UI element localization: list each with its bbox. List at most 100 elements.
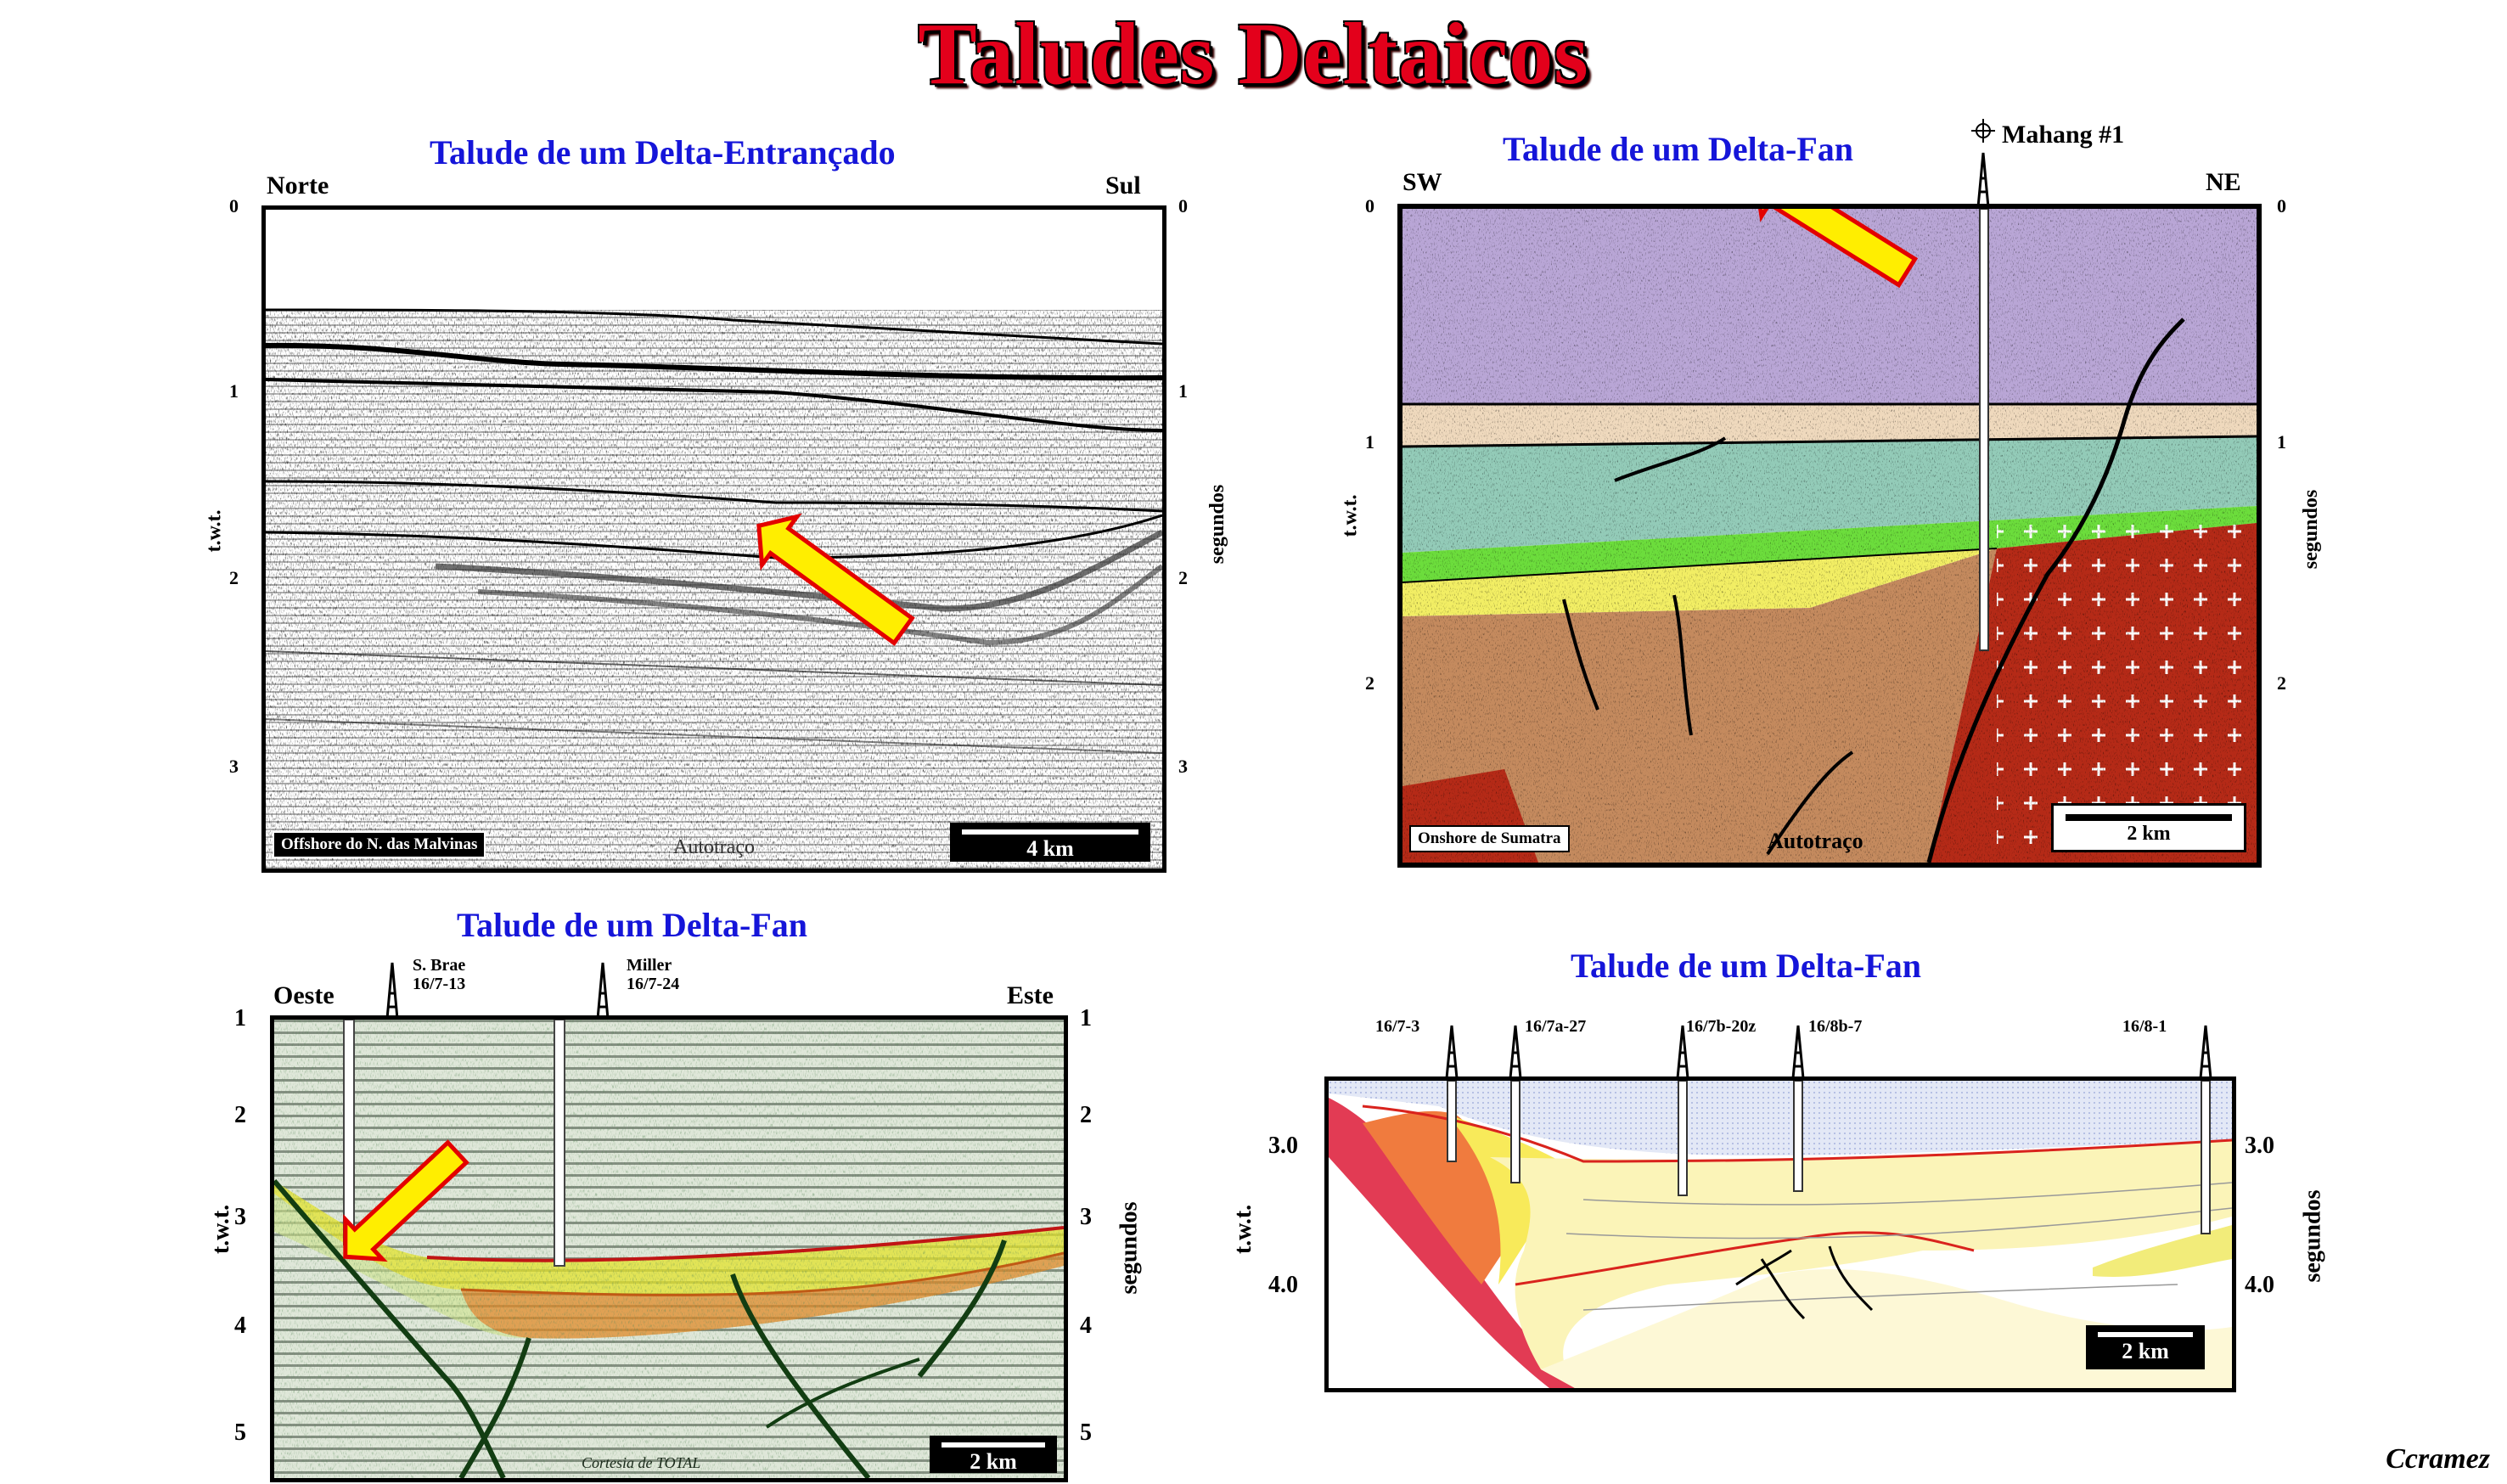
panel4-left-tick: 4.0 [1268,1272,1298,1298]
panel2-right-direction: NE [2206,168,2241,196]
panel2-well-bore [1979,209,1989,651]
panel2-title: Talude de um Delta-Fan [1503,130,1854,168]
panel2-interpreted-section: Onshore de Sumatra Autotraço 2 km [1397,204,2262,868]
panel3-left-tick: 2 [234,1102,246,1128]
panel1-seismic-section: Offshore do N. das Malvinas Autotraço 4 … [261,205,1166,873]
panel3-well1-bore [343,1020,355,1245]
panel3-well2-label: Miller 16/7-24 [627,956,679,993]
panel2-right-tick: 2 [2277,672,2286,694]
panel2-scale-label: 2 km [2127,823,2171,845]
panel1-arrow-icon [756,513,915,646]
panel3-well1-name: S. Brae [413,956,466,975]
panel2-well-label: Mahang #1 [2002,121,2125,149]
panel3-title: Talude de um Delta-Fan [457,906,808,944]
panel3-seismic-section: Cortesia de TOTAL 2 km [270,1015,1068,1482]
panel3-right-tick: 5 [1080,1419,1092,1446]
panel3-right-tick: 4 [1080,1313,1092,1339]
panel4-scale-bar: 2 km [2086,1325,2205,1369]
panel1-watermark: Autotraço [673,836,755,858]
panel1-left-direction: Norte [267,171,329,200]
panel2-watermark: Autotraço [1768,829,1863,853]
main-title: Taludes Deltaicos [918,5,1589,103]
panel2-left-direction: SW [1402,168,1442,196]
panel4-derrick2-icon [1509,1025,1522,1078]
panel3-right-direction: Este [1007,981,1054,1009]
panel1-right-tick: 0 [1178,195,1188,216]
panel1-seismic-svg [266,210,1162,868]
panel1-right-tick: 3 [1178,756,1188,777]
panel3-well2-bore [554,1020,565,1267]
panel3-well1-label: S. Brae 16/7-13 [413,956,465,993]
panel4-well1-bore [1447,1081,1457,1162]
panel1-title: Talude de um Delta-Entrançado [430,133,896,171]
panel2-left-tick: 0 [1365,195,1374,216]
panel4-right-tick: 4.0 [2245,1272,2274,1298]
panel3-right-tick: 1 [1080,1005,1092,1031]
panel4-derrick4-icon [1791,1025,1805,1078]
panel2-left-tick: 1 [1365,431,1374,453]
panel4-well2-bore [1510,1081,1521,1183]
panel3-left-tick: 4 [234,1313,246,1339]
panel4-well3-bore [1678,1081,1688,1196]
panel2-derrick-icon [1971,119,1995,207]
panel3-right-tick: 2 [1080,1102,1092,1128]
panel3-scale-bar: 2 km [930,1436,1057,1474]
panel2-left-axis-label: t.w.t. [1339,494,1362,537]
panel4-derrick5-icon [2199,1025,2212,1078]
panel3-derrick1-icon [385,962,399,1019]
panel2-right-axis-label: segundos [2300,489,2323,570]
panel3-derrick2-icon [596,962,610,1019]
panel3-left-direction: Oeste [273,981,334,1009]
panel1-left-tick: 0 [229,195,239,216]
panel4-right-tick: 3.0 [2245,1133,2274,1159]
panel2-left-tick: 2 [1365,672,1374,694]
panel1-left-tick: 2 [229,567,239,588]
panel3-seismic-svg [274,1020,1064,1478]
panel2-scale-bar: 2 km [2051,803,2246,852]
panel3-left-axis-label: t.w.t. [208,1204,235,1255]
panel4-well-label: 16/7a-27 [1525,1017,1587,1036]
panel3-well2-id: 16/7-24 [627,975,680,993]
panel1-left-tick: 3 [229,756,239,777]
panel1-left-axis-label: t.w.t. [203,509,226,553]
panel3-watermark: Cortesia de TOTAL [582,1454,701,1471]
panel3-left-tick: 1 [234,1005,246,1031]
panel3-scale-label: 2 km [970,1449,1017,1474]
panel1-caption: Offshore do N. das Malvinas [273,831,486,858]
panel4-title: Talude de um Delta-Fan [1571,947,1922,985]
panel4-well5-bore [2201,1081,2211,1234]
panel2-right-tick: 1 [2277,431,2286,453]
panel1-right-tick: 1 [1178,380,1188,402]
panel4-well4-bore [1793,1081,1803,1192]
panel3-left-tick: 3 [234,1204,246,1230]
panel3-left-tick: 5 [234,1419,246,1446]
panel3-right-axis-label: segundos [1116,1201,1143,1295]
panel2-right-tick: 0 [2277,195,2286,216]
panel4-derrick1-icon [1445,1025,1459,1078]
panel2-caption: Onshore de Sumatra [1409,825,1570,852]
panel4-well-label: 16/8-1 [2122,1017,2167,1036]
panel4-right-axis-label: segundos [2299,1189,2326,1283]
panel4-left-axis-label: t.w.t. [1230,1204,1257,1255]
panel3-right-tick: 3 [1080,1204,1092,1230]
panel1-left-tick: 1 [229,380,239,402]
panel1-right-direction: Sul [1105,171,1141,200]
panel3-well2-name: Miller [627,956,672,975]
panel4-cross-section: 2 km [1324,1076,2236,1392]
panel4-derrick3-icon [1676,1025,1689,1078]
panel4-scale-label: 2 km [2122,1339,2169,1363]
panel4-section-svg [1329,1081,2232,1388]
panel4-well-label: 16/8b-7 [1808,1017,1863,1036]
panel2-section-svg [1402,209,2257,863]
panel4-well-label: 16/7-3 [1375,1017,1420,1036]
panel1-right-axis-label: segundos [1206,484,1229,565]
panel3-arrow-icon [343,1139,469,1262]
panel4-left-tick: 3.0 [1268,1133,1298,1159]
panel2-arrow-icon [1753,209,1919,289]
panel3-well1-id: 16/7-13 [413,975,466,993]
panel1-scale-bar: 4 km [950,823,1150,862]
panel1-right-tick: 2 [1178,567,1188,588]
panel1-scale-label: 4 km [1026,836,1074,861]
credit: Ccramez [2386,1443,2490,1475]
panel4-well-label: 16/7b-20z [1686,1017,1757,1036]
